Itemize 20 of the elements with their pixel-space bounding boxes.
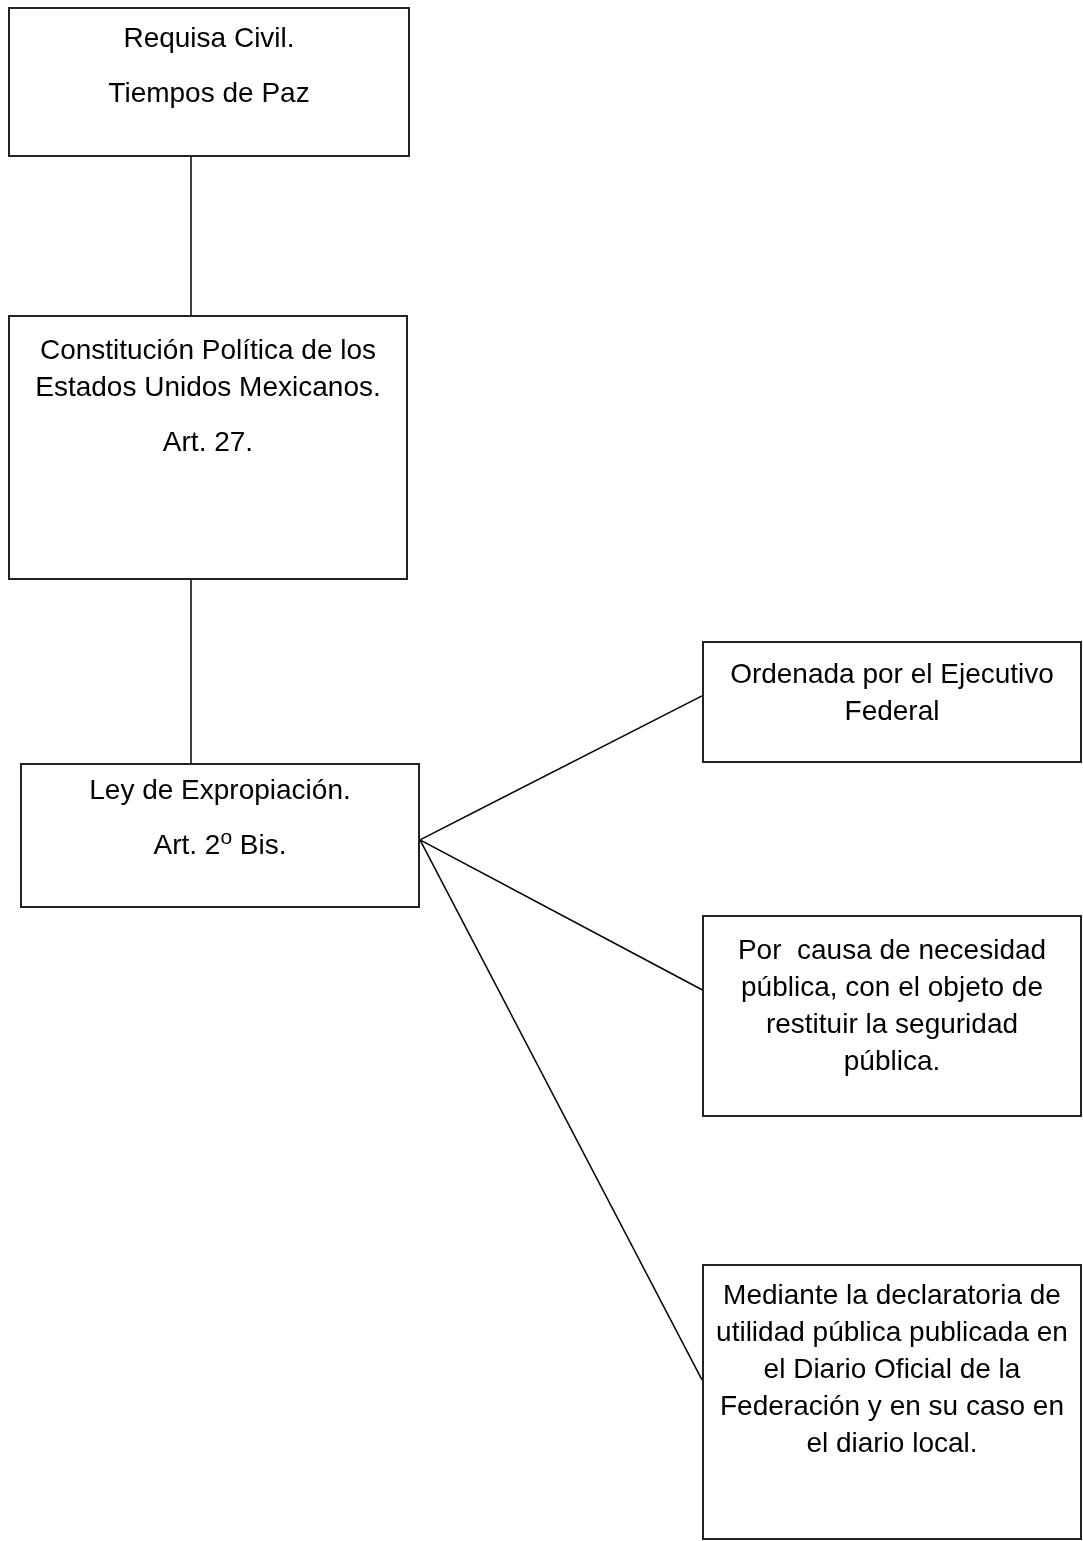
box-text: Constitución Política de los Estados Unidos Mexicanos. [34,333,382,404]
box-text: Ley de Expropiación. [89,773,351,807]
box-text: Requisa Civil. [123,21,295,55]
text-box [20,763,420,908]
box-text: Mediante la declaratoria de utilidad pública publicada en el Diario Oficial de la Federación y en su caso en el diario local. [716,1278,1068,1460]
connector-line [419,839,703,991]
connector-line [190,579,192,764]
connector-line [419,839,703,1381]
box-text: Por causa de necesidad pública, con el objeto de restituir la seguridad pública. [736,933,1048,1078]
text-box [702,641,1082,763]
text-box [8,7,410,157]
box-text: Tiempos de Paz [108,76,310,110]
connector-line [419,695,703,841]
connector-line [190,156,192,316]
text-box [8,315,408,580]
text-box [702,915,1082,1117]
text-box [702,1264,1082,1540]
box-text: Art. 2$^{o}$ Bis. [153,826,287,862]
box-text: Ordenada por el Ejecutivo Federal [729,657,1055,728]
box-text: Art. 27. [162,425,254,459]
